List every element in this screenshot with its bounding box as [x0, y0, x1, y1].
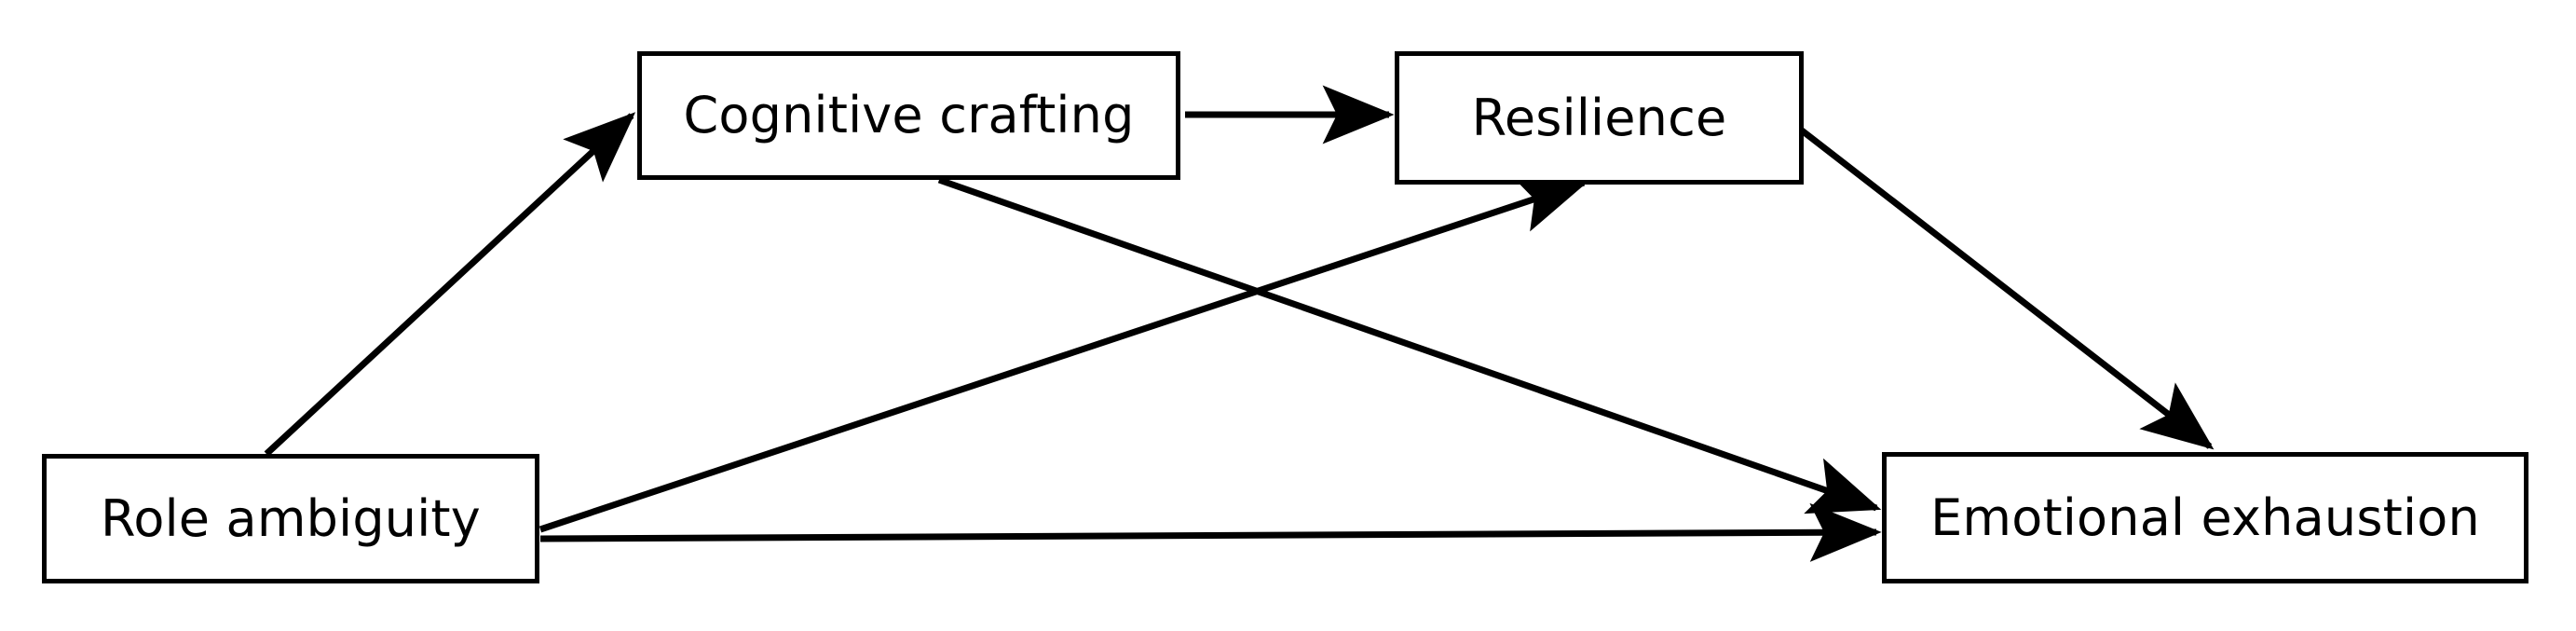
node-resilience-label: Resilience [1471, 88, 1727, 147]
node-cognitive-crafting: Cognitive crafting [637, 51, 1180, 180]
node-emotional-exhaustion: Emotional exhaustion [1882, 452, 2528, 583]
edge-cognitive-crafting-to-emotional-exhaustion [937, 176, 1882, 514]
edge-resilience-to-emotional-exhaustion [1799, 128, 2215, 450]
edge-role-ambiguity-to-emotional-exhaustion [539, 502, 1882, 562]
edge-role-ambiguity-to-resilience [538, 175, 1589, 533]
node-emotional-exhaustion-label: Emotional exhaustion [1930, 487, 2480, 547]
node-cognitive-crafting-label: Cognitive crafting [683, 86, 1135, 145]
node-resilience: Resilience [1395, 51, 1804, 185]
node-role-ambiguity: Role ambiguity [42, 454, 539, 583]
edge-role-ambiguity-to-cognitive-crafting [264, 112, 636, 457]
node-role-ambiguity-label: Role ambiguity [101, 488, 481, 548]
